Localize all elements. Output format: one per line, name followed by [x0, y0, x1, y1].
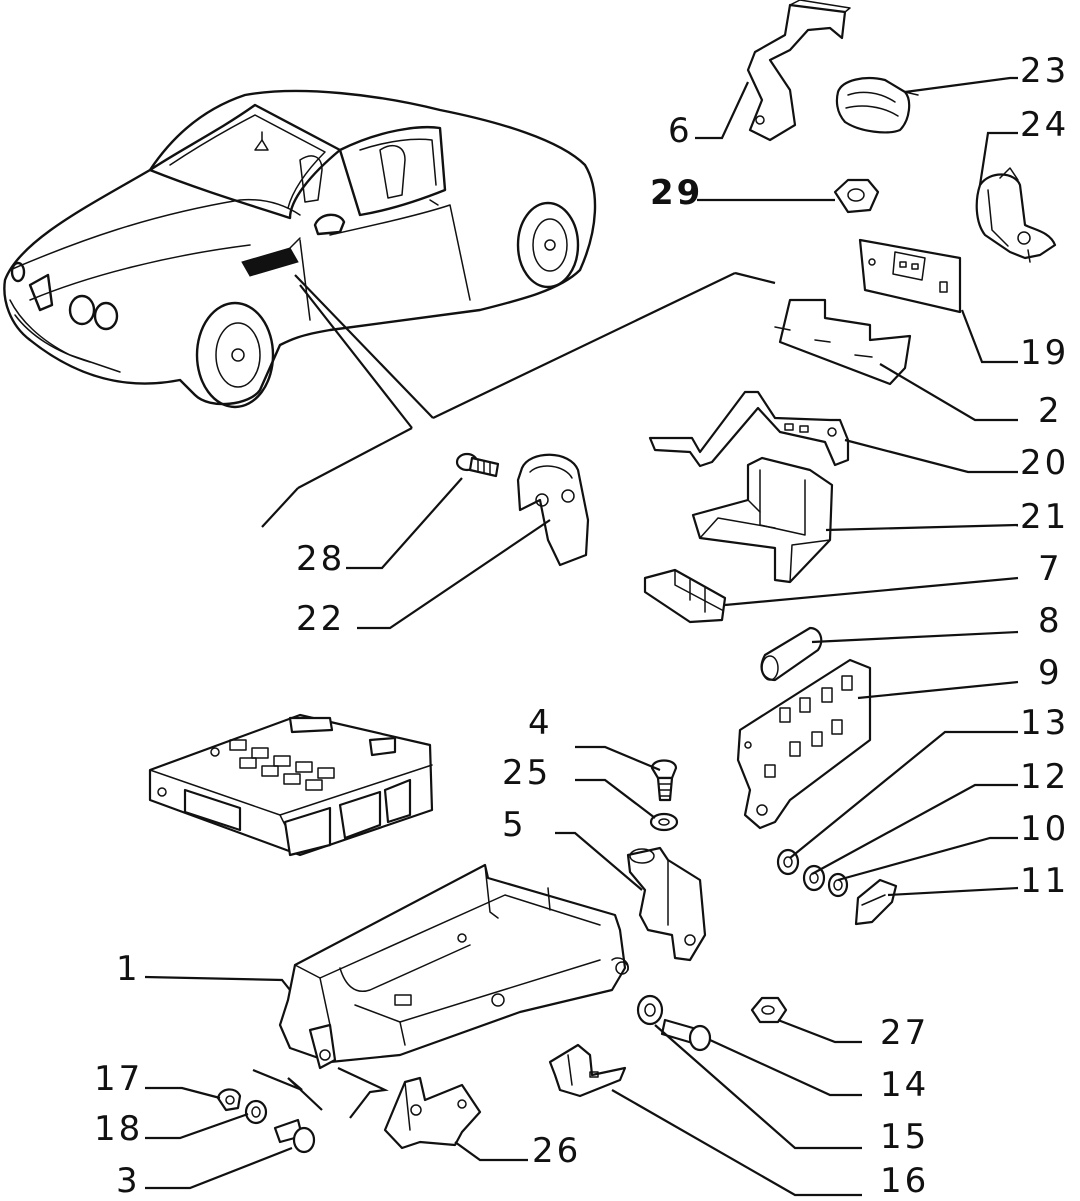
callout-6: 6 — [668, 111, 693, 151]
callout-16: 16 — [880, 1161, 930, 1201]
callout-28: 28 — [296, 539, 346, 579]
callout-5: 5 — [502, 805, 527, 845]
part-1-housing — [278, 863, 629, 1070]
callout-17: 17 — [94, 1059, 144, 1099]
callout-18: 18 — [94, 1109, 144, 1149]
part-20-bent-strap — [648, 390, 850, 468]
part-25-washer — [649, 812, 679, 832]
callout-24: 24 — [1020, 105, 1070, 145]
callout-7: 7 — [1038, 549, 1063, 589]
part-5-hinge-bracket — [626, 846, 707, 962]
callout-26: 26 — [532, 1131, 582, 1171]
part-3-bolt — [273, 1118, 316, 1154]
callout-3: 3 — [116, 1161, 141, 1201]
break-marks — [252, 1067, 389, 1119]
callout-21: 21 — [1020, 497, 1070, 537]
callout-25: 25 — [502, 753, 552, 793]
callout-10: 10 — [1020, 809, 1070, 849]
callout-20: 20 — [1020, 443, 1070, 483]
callout-14: 14 — [880, 1065, 930, 1105]
part-24-clip — [975, 167, 1057, 263]
ecu-module — [148, 713, 434, 857]
part-9-mounting-plate — [736, 658, 872, 830]
callout-19: 19 — [1020, 333, 1070, 373]
part-27-nut — [750, 996, 788, 1024]
car-illustration — [3, 89, 597, 409]
part-16-bracket — [548, 1043, 627, 1098]
part-22-bracket — [516, 453, 590, 567]
callout-27: 27 — [880, 1013, 930, 1053]
callout-12: 12 — [1020, 757, 1070, 797]
part-2-stud-bracket — [774, 298, 912, 386]
part-8-sleeve — [760, 626, 823, 682]
part-28-screw — [455, 452, 500, 478]
part-26-bracket — [383, 1076, 482, 1150]
detail-pointer-lines — [261, 271, 776, 528]
part-19-plate — [858, 238, 962, 314]
part-29-nut — [833, 178, 880, 214]
leader-lines — [144, 76, 1019, 1197]
callout-15: 15 — [880, 1117, 930, 1157]
callout-2: 2 — [1038, 391, 1063, 431]
callout-29: 29 — [650, 173, 704, 213]
callout-1: 1 — [116, 949, 141, 989]
part-23-grommet — [835, 76, 919, 134]
callout-13: 13 — [1020, 703, 1070, 743]
callout-9: 9 — [1038, 653, 1063, 693]
callout-11: 11 — [1020, 861, 1070, 901]
part-15-washer — [636, 994, 664, 1026]
callout-22: 22 — [296, 599, 346, 639]
part-14-bolt — [660, 1018, 712, 1052]
callout-4: 4 — [528, 703, 553, 743]
part-17-clip-ring — [216, 1088, 242, 1112]
part-11-clip-nut — [854, 878, 898, 926]
part-18-washer — [244, 1099, 268, 1125]
part-12-washer — [802, 864, 826, 892]
part-7-pad — [643, 568, 727, 624]
callout-23: 23 — [1020, 51, 1070, 91]
part-21-tray — [691, 456, 834, 584]
part-4-bolt — [650, 759, 678, 802]
part-6-hook-bracket — [746, 0, 851, 142]
callout-8: 8 — [1038, 601, 1063, 641]
